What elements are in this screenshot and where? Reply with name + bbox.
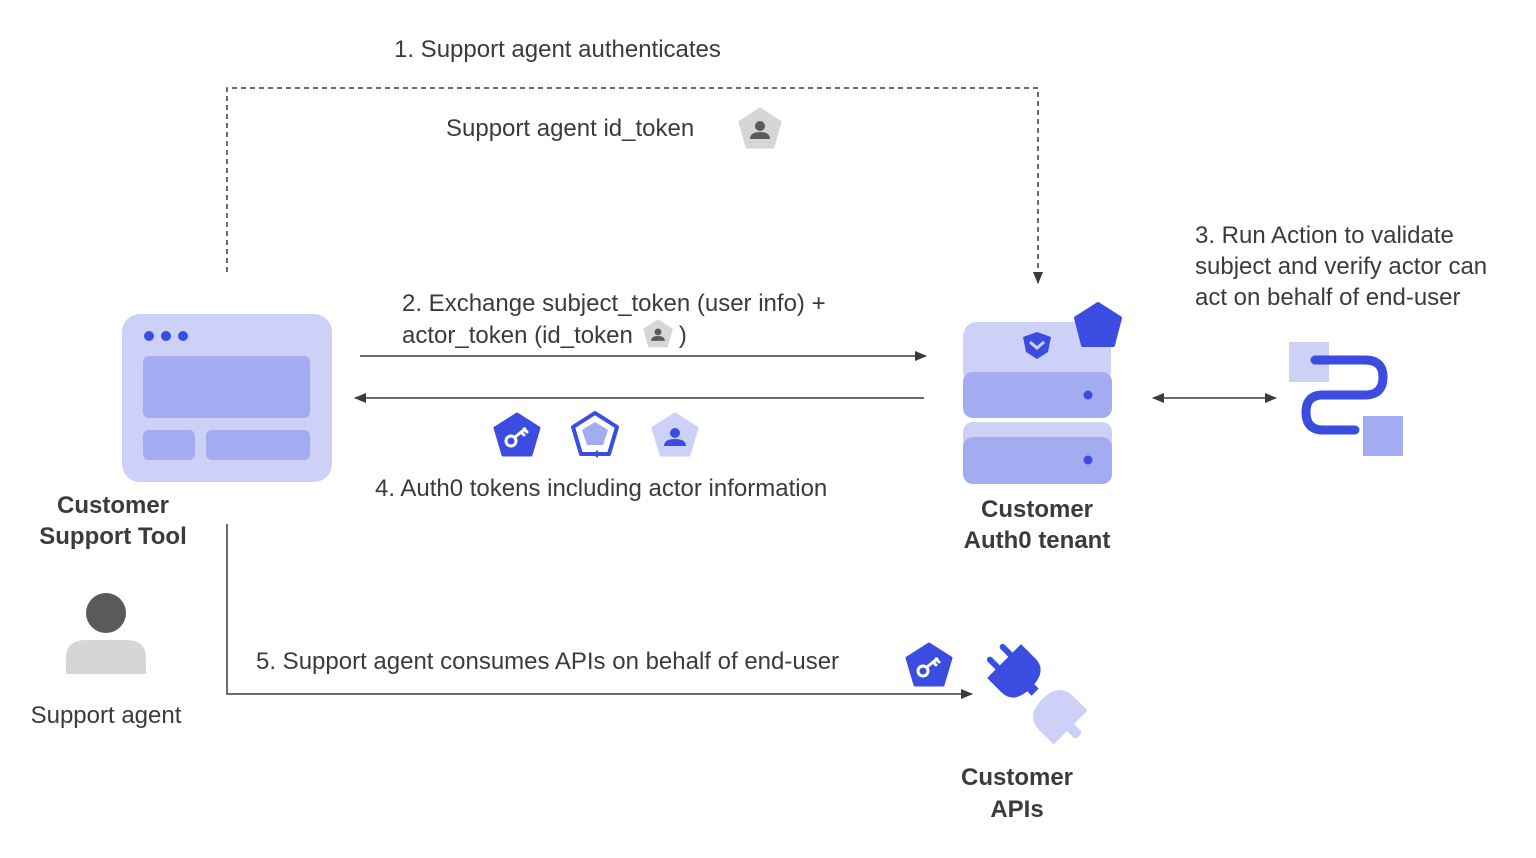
key-pentagon-icon xyxy=(493,412,541,457)
action-flow-icon xyxy=(1289,342,1403,456)
support-tool-label-line2: Support Tool xyxy=(39,523,187,550)
step3-label-line3: act on behalf of end-user xyxy=(1195,284,1461,311)
step2-label-line1: 2. Exchange subject_token (user info) + xyxy=(402,290,826,317)
step2-label-line2-suffix: ) xyxy=(678,322,687,349)
support-tool-label-line1: Customer xyxy=(56,492,170,519)
step4-label: 4. Auth0 tokens including actor informat… xyxy=(375,475,828,502)
refresh-pentagon-icon xyxy=(571,411,619,458)
support-agent-label: Support agent xyxy=(30,702,182,729)
id-token-label: Support agent id_token xyxy=(446,115,695,142)
step3-label-line2: subject and verify actor can xyxy=(1195,253,1488,280)
tenant-label-line2: Auth0 tenant xyxy=(963,527,1111,554)
api-key-pentagon-icon xyxy=(905,642,953,687)
tenant-label-line1: Customer xyxy=(980,496,1094,523)
server-shield-icon xyxy=(963,302,1122,484)
plug-icon xyxy=(986,643,1088,745)
auth-dashed-path xyxy=(226,87,1043,284)
small-user-pentagon-icon xyxy=(643,319,673,348)
person-icon xyxy=(66,593,146,674)
step3-label-line1: 3. Run Action to validate xyxy=(1195,222,1454,249)
step5-label: 5. Support agent consumes APIs on behalf… xyxy=(256,648,840,675)
step2-label-line2-prefix: actor_token (id_token xyxy=(402,322,633,349)
user-pentagon-light-icon xyxy=(651,412,699,457)
apis-label-line2: APIs xyxy=(990,796,1044,823)
user-pentagon-icon xyxy=(738,107,782,149)
apis-label-line1: Customer xyxy=(960,764,1074,791)
step1-label: 1. Support agent authenticates xyxy=(394,36,721,63)
step2-label-line2: actor_token (id_token) xyxy=(402,319,687,351)
browser-window-icon xyxy=(122,314,332,482)
api-call-path xyxy=(226,524,973,699)
